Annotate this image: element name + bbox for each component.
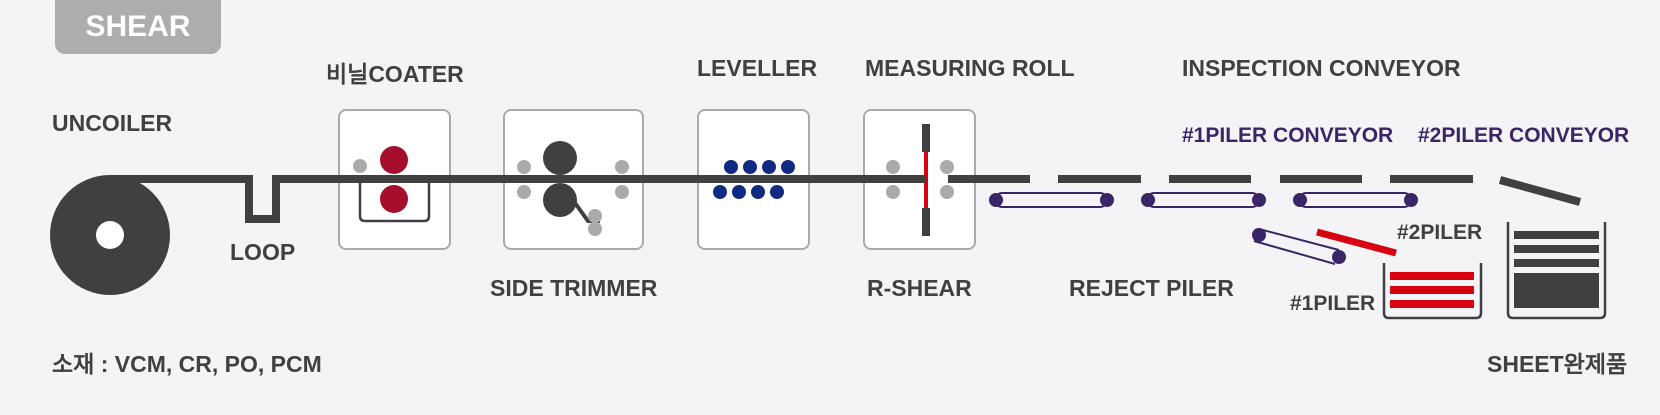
label-reject-piler: REJECT PILER: [1069, 275, 1234, 301]
label-r-shear: R-SHEAR: [867, 275, 972, 301]
label-side-trimmer: SIDE TRIMMER: [490, 275, 658, 301]
measuring-roll-icon: [886, 160, 954, 199]
label-product: SHEET완제품: [1487, 351, 1628, 377]
label-measuring-roll: MEASURING ROLL: [865, 55, 1075, 81]
label-piler1-conveyor: #1PILER CONVEYOR: [1182, 124, 1394, 147]
piler1-bin: [1382, 263, 1483, 320]
label-piler2: #2PILER: [1397, 221, 1483, 244]
label-coater: 비닐COATER: [326, 61, 464, 87]
label-uncoiler: UNCOILER: [52, 110, 173, 136]
inspection-conveyor-belts: [994, 192, 1412, 208]
product-bin: [1506, 222, 1607, 320]
label-piler1: #1PILER: [1290, 292, 1376, 315]
label-loop: LOOP: [230, 239, 296, 265]
piler1-conveyor-belt: [1252, 228, 1346, 265]
label-leveller: LEVELLER: [697, 55, 818, 81]
label-piler2-conveyor: #2PILER CONVEYOR: [1418, 124, 1630, 147]
strip-line: [110, 175, 1582, 223]
label-inspection-conveyor: INSPECTION CONVEYOR: [1182, 55, 1461, 81]
side-trimmer-icon: [517, 141, 629, 236]
piler2-deflector: [1316, 228, 1397, 257]
section-tag-shear: SHEAR: [55, 0, 221, 54]
leveller-icon: [713, 160, 795, 199]
coater-icon: [353, 146, 431, 223]
material-note: 소재 : VCM, CR, PO, PCM: [52, 351, 322, 377]
conveyor-rollers: [989, 193, 1418, 207]
uncoiler-icon: [50, 175, 170, 295]
